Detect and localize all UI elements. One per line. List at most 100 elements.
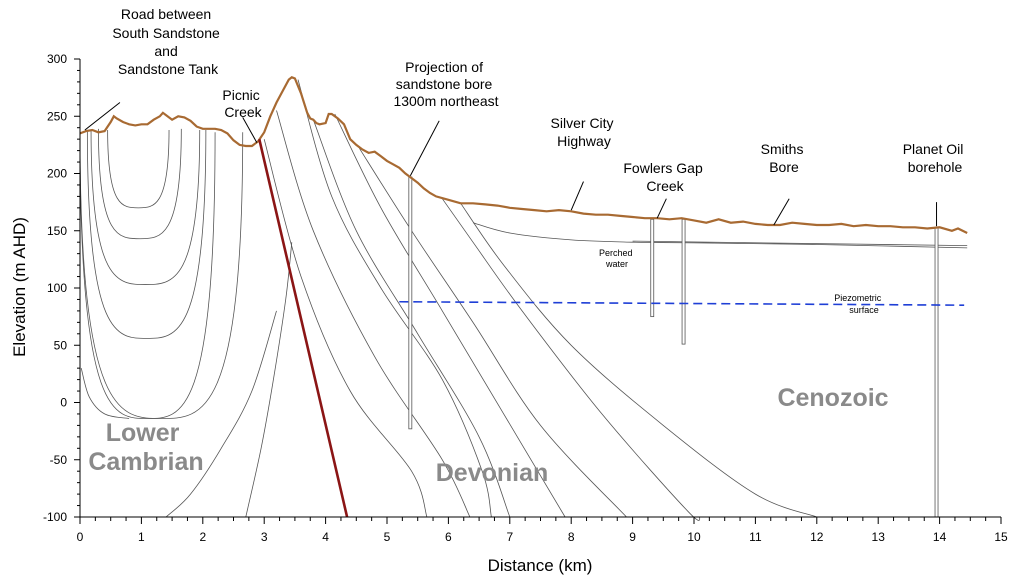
piezometric-surface-line xyxy=(399,300,965,306)
leader-line-smiths xyxy=(773,198,790,226)
unit-label-cenozoic: Cenozoic xyxy=(777,384,888,412)
dipping-bed-line xyxy=(441,198,701,521)
unit-lower-line-1: Lower xyxy=(106,419,180,447)
unit-devonian-line-1: Devonian xyxy=(436,459,549,487)
y-tick-label: -50 xyxy=(50,453,68,467)
leader-line-picnic xyxy=(242,117,258,143)
annotation-smiths-line-2: Bore xyxy=(769,159,799,175)
annotation-projection-line-3: 1300m northeast xyxy=(393,93,498,109)
annotation-piezo-line-2: surface xyxy=(849,305,879,315)
annotation-projection-line-1: Projection of xyxy=(405,59,483,75)
unit-label-devonian: Devonian xyxy=(436,459,549,487)
annotation-road: Road between South Sandstone and Sandsto… xyxy=(112,6,223,77)
annotation-picnic-creek: Picnic Creek xyxy=(222,87,263,120)
borehole xyxy=(650,218,655,318)
dipping-bed-line xyxy=(263,139,428,518)
x-tick-label: 15 xyxy=(994,530,1008,544)
annotation-planet-line-2: borehole xyxy=(908,159,963,175)
annotation-silver-line-2: Highway xyxy=(557,133,611,149)
annotation-road-line-3: and xyxy=(154,43,177,59)
x-tick-label: 3 xyxy=(261,530,268,544)
y-tick-label: 50 xyxy=(54,338,68,352)
annotation-road-line-4: Sandstone Tank xyxy=(118,61,219,77)
x-tick-label: 0 xyxy=(77,530,84,544)
leader-line-projection xyxy=(409,120,440,177)
unit-labels: Lower Cambrian Devonian Cenozoic xyxy=(88,384,888,487)
syncline-fold-line xyxy=(98,128,182,240)
annotation-silver-line-1: Silver City xyxy=(551,115,614,131)
unit-cenozoic-line-1: Cenozoic xyxy=(777,384,888,412)
x-tick-label: 10 xyxy=(687,530,701,544)
y-tick-label: 300 xyxy=(47,52,67,66)
x-axis-title: Distance (km) xyxy=(488,556,593,575)
x-tick-label: 1 xyxy=(138,530,145,544)
x-tick-label: 9 xyxy=(629,530,636,544)
dipping-bed-line xyxy=(276,110,471,518)
y-axis-title: Elevation (m AHD) xyxy=(10,217,29,357)
dipping-bed-line xyxy=(334,113,566,518)
dipping-bed-line xyxy=(297,79,492,518)
annotation-perched-water: Perched water xyxy=(599,248,635,269)
x-tick-label: 4 xyxy=(322,530,329,544)
annotation-fowlers-gap-creek: Fowlers Gap Creek xyxy=(623,160,706,194)
dipping-bed-line xyxy=(359,148,627,518)
unit-label-lower-cambrian: Lower Cambrian xyxy=(88,419,203,476)
annotation-labels: Road between South Sandstone and Sandsto… xyxy=(112,6,968,315)
syncline-fold-line xyxy=(107,129,170,209)
annotation-fowlers-line-1: Fowlers Gap xyxy=(623,160,703,176)
anticline-line xyxy=(165,310,277,518)
y-tick-label: 100 xyxy=(47,281,67,295)
x-tick-label: 7 xyxy=(506,530,513,544)
x-tick-label: 13 xyxy=(872,530,886,544)
annotation-piezo-line-1: Piezometric xyxy=(834,293,882,303)
annotation-picnic-line-2: Creek xyxy=(224,104,262,120)
y-tick-label: -100 xyxy=(43,510,67,524)
x-tick-label: 2 xyxy=(199,530,206,544)
annotation-road-line-1: Road between xyxy=(121,6,211,22)
syncline-fold-line xyxy=(86,129,207,339)
fault-line xyxy=(258,138,349,518)
syncline-fold-line xyxy=(90,129,201,285)
annotation-projection: Projection of sandstone bore 1300m north… xyxy=(393,59,498,109)
perched-water-line xyxy=(472,222,968,249)
tick-group xyxy=(74,58,1002,524)
leader-line-road xyxy=(84,102,121,131)
borehole xyxy=(408,176,413,430)
annotation-smiths-line-1: Smiths xyxy=(761,141,804,157)
leader-line-silver xyxy=(570,181,584,211)
annotation-picnic-line-1: Picnic xyxy=(222,87,259,103)
fold-edge-line xyxy=(80,367,130,419)
leader-line-fowlers xyxy=(656,198,667,219)
x-tick-label: 12 xyxy=(810,530,824,544)
dipping-bed-line xyxy=(312,119,511,518)
annotation-road-line-2: South Sandstone xyxy=(112,25,220,41)
dipping-bed-line xyxy=(460,203,817,518)
annotation-perched-line-1: Perched xyxy=(599,248,633,258)
y-tick-label: 250 xyxy=(47,109,67,123)
ground-surface-line xyxy=(79,76,968,234)
annotation-fowlers-line-2: Creek xyxy=(646,178,684,194)
axes-group xyxy=(79,59,1001,518)
syncline-fold-line xyxy=(79,132,244,419)
x-tick-label: 11 xyxy=(749,530,762,544)
geology-lines-group xyxy=(79,79,968,521)
y-tick-label: 0 xyxy=(60,396,67,410)
basal-contact-line xyxy=(632,240,968,246)
annotation-projection-line-2: sandstone bore xyxy=(396,76,493,92)
annotation-planet-oil-borehole: Planet Oil borehole xyxy=(903,141,968,175)
annotation-silver-city-highway: Silver City Highway xyxy=(551,115,618,149)
x-tick-label: 14 xyxy=(933,530,947,544)
anticline-line xyxy=(245,242,293,518)
y-tick-label: 200 xyxy=(47,167,67,181)
annotation-leaders xyxy=(84,102,938,227)
x-tick-label: 5 xyxy=(384,530,391,544)
annotation-smiths-bore: Smiths Bore xyxy=(761,141,808,175)
syncline-fold-line xyxy=(79,132,216,419)
annotation-planet-line-1: Planet Oil xyxy=(903,141,964,157)
annotation-perched-line-2: water xyxy=(605,259,628,269)
x-tick-label: 6 xyxy=(445,530,452,544)
unit-lower-line-2: Cambrian xyxy=(88,448,203,476)
